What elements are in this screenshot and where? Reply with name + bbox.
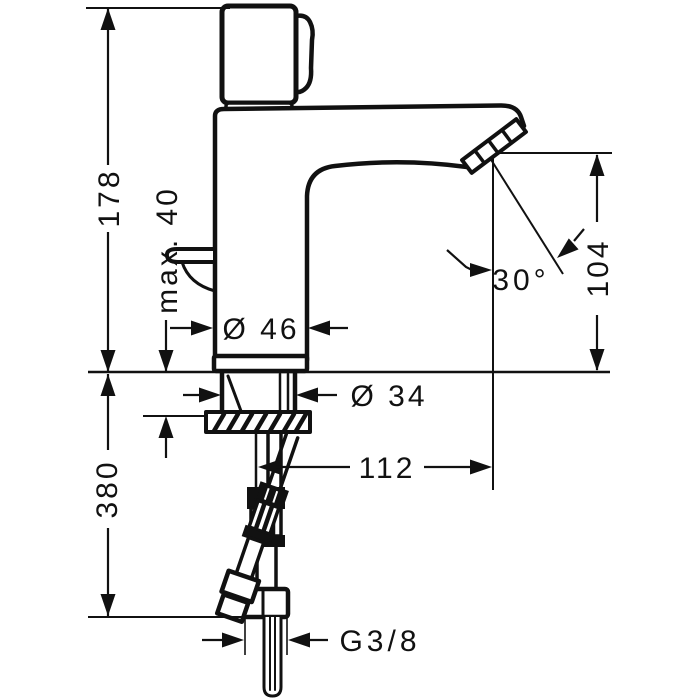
faucet-handle	[219, 3, 315, 113]
arrowhead-up	[158, 416, 174, 438]
dim-label-below-deck-length: 380	[91, 459, 124, 518]
dim-label-shank-diameter: Ø 34	[350, 380, 427, 413]
arrowhead-left	[288, 632, 310, 648]
dimension-overall-height: 178	[93, 8, 126, 372]
arrowhead-right	[191, 320, 213, 336]
arrowhead-up	[100, 374, 116, 396]
dim-label-aerator-height: 104	[582, 238, 615, 297]
arrowhead-up	[589, 154, 605, 176]
dimension-max-deck-thickness: max. 40	[151, 186, 184, 458]
threaded-shank	[219, 370, 298, 415]
handle-body	[219, 3, 299, 106]
dim-label-overall-height: 178	[93, 168, 126, 227]
dimension-below-deck-length: 380	[91, 374, 124, 616]
dim-label-max-deck-thickness: max. 40	[151, 186, 184, 314]
arrowhead-down	[100, 350, 116, 372]
dim-label-spout-angle: 30°	[492, 264, 549, 297]
dimension-body-diameter: Ø 46	[170, 313, 348, 346]
base-plate	[211, 353, 310, 374]
dim-label-body-diameter: Ø 46	[222, 313, 299, 346]
arrowhead-right	[470, 459, 492, 475]
dimension-spout-reach: 112	[258, 452, 492, 485]
supply-hose-angled	[214, 432, 300, 625]
arrowhead-left	[296, 387, 318, 403]
spout-angle-line	[489, 157, 564, 275]
arrowhead-right	[199, 387, 221, 403]
mounting-nut	[204, 410, 312, 434]
arrowhead-right	[222, 632, 244, 648]
side-pull-knob	[164, 247, 217, 293]
dim-label-spout-reach: 112	[359, 452, 416, 485]
aerator	[460, 117, 528, 175]
arrowhead-down	[100, 594, 116, 616]
dimension-connection-thread: G3/8	[202, 618, 420, 658]
dim-label-connection-thread: G3/8	[339, 625, 420, 658]
faucet-outline	[164, 3, 528, 698]
dimension-aerator-height: 104	[582, 154, 615, 371]
g38-tailpiece	[262, 615, 283, 698]
arrowhead-down	[158, 350, 174, 372]
dimension-shank-diameter: Ø 34	[183, 380, 427, 413]
handle-grip-bump	[293, 13, 315, 95]
arrowhead-left	[308, 320, 330, 336]
arrowhead-up	[100, 8, 116, 30]
dimension-spout-angle: 30°	[446, 228, 585, 297]
arrowhead-down	[589, 349, 605, 371]
arrowhead-down-left	[557, 238, 579, 258]
arrowhead-left	[258, 459, 280, 475]
arrowhead-right	[470, 263, 492, 277]
